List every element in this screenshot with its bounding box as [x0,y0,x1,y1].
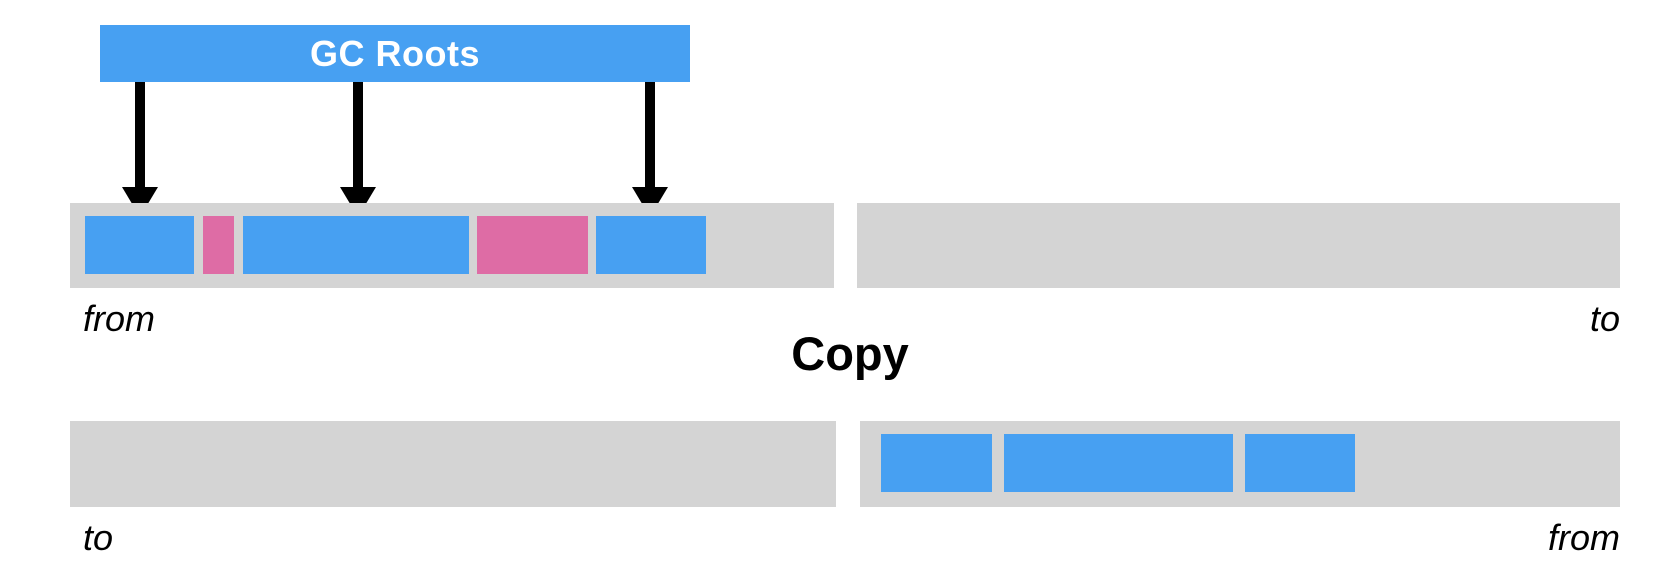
to-space-after [70,421,836,507]
live-object-block [881,434,992,492]
garbage-object-block [203,216,234,274]
from-space-after-label: from [1548,517,1620,558]
arrow-shaft [135,82,145,192]
garbage-object-block [477,216,588,274]
gc-root-arrow [122,82,158,217]
from-space-after [860,421,1620,507]
to-space-before-label: to [1589,298,1620,339]
live-object-block [85,216,194,274]
copy-label: Copy [791,327,909,380]
gc-roots-box: GC Roots [100,25,690,82]
from-space-before-label: from [83,298,155,339]
gc-root-arrow [340,82,376,217]
to-space-after-label: to [83,517,114,558]
live-object-block [243,216,469,274]
arrow-shaft [353,82,363,192]
gc-root-arrow [632,82,668,217]
live-object-block [596,216,706,274]
arrow-shaft [645,82,655,192]
to-space-before [857,203,1620,288]
live-object-block [1004,434,1233,492]
live-object-block [1245,434,1355,492]
gc-roots-label: GC Roots [310,32,480,74]
from-space-before [70,203,834,288]
